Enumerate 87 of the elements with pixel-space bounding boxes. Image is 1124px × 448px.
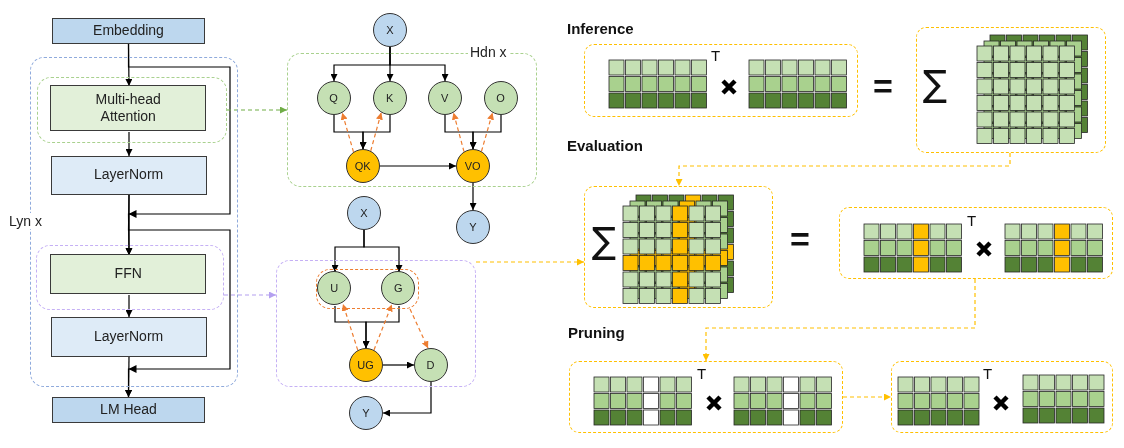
node-label: LayerNorm: [93, 327, 164, 346]
arrow: [382, 361, 415, 369]
arrow: [223, 291, 277, 299]
circle-node: [316, 80, 351, 115]
arrow: [341, 303, 359, 351]
sum-symbol: ∑: [923, 66, 948, 102]
arrow: [842, 393, 892, 401]
dashed-group-frame: [276, 260, 476, 387]
layer-box: [50, 316, 207, 357]
node-label: Y: [469, 221, 477, 233]
arrow: [451, 112, 465, 153]
circle-node: [349, 396, 383, 430]
arrow: [702, 278, 976, 362]
arrow: [409, 308, 429, 349]
layer-box: [50, 254, 207, 295]
node-label: QK: [354, 159, 371, 172]
section-heading: Pruning: [568, 324, 625, 341]
node-label: UG: [357, 358, 374, 371]
node-label: U: [330, 282, 339, 295]
node-label: Multi-head Attention: [94, 90, 162, 126]
dashed-group-frame: [36, 76, 227, 143]
equals-sign: =: [873, 69, 893, 103]
dashed-panel: [584, 44, 858, 117]
circle-node: [372, 80, 407, 115]
arrow: [373, 303, 393, 351]
circle-node: [483, 80, 518, 115]
circle-node: [347, 196, 381, 230]
node-label: Embedding: [93, 22, 164, 40]
arrow: [125, 294, 133, 318]
section-heading: Evaluation: [567, 137, 643, 154]
dashed-panel: [916, 27, 1106, 153]
circle-node: [348, 347, 383, 382]
transpose-mark: T: [697, 366, 707, 381]
node-label: LM Head: [100, 401, 157, 419]
arrow: [370, 111, 383, 152]
arrow: [226, 106, 288, 114]
node-label: V: [440, 91, 449, 104]
node-label: LayerNorm: [93, 166, 164, 184]
circle-node: [456, 210, 490, 244]
equals-sign: =: [790, 222, 810, 256]
circle-node: [345, 148, 380, 183]
node-label: G: [393, 282, 403, 295]
dashed-panel: [891, 361, 1113, 433]
node-label: FFN: [114, 265, 142, 283]
circle-node: [427, 80, 462, 115]
node-label: O: [496, 91, 505, 104]
node-label: Q: [329, 91, 338, 104]
dashed-group-frame: [315, 268, 419, 309]
node-label: Y: [362, 407, 370, 419]
arrow: [379, 162, 457, 170]
dashed-panel: [584, 186, 773, 308]
arrow: [675, 152, 1011, 187]
layer-box: [52, 18, 205, 44]
arrow: [340, 112, 355, 153]
node-label: X: [360, 207, 368, 219]
arrow: [359, 114, 391, 150]
circle-node: [455, 148, 490, 183]
arrow: [389, 46, 449, 82]
dashed-panel: [839, 207, 1113, 279]
node-label: D: [426, 358, 435, 371]
group-label: Lyn x: [7, 213, 44, 229]
transpose-mark: T: [983, 366, 993, 381]
node-label: K: [385, 91, 394, 104]
layer-box: [50, 85, 207, 132]
transpose-mark: T: [711, 48, 721, 63]
arrow: [363, 229, 403, 273]
arrow: [469, 114, 502, 150]
sum-symbol: ∑: [592, 223, 617, 259]
circle-node: [413, 347, 448, 382]
arrow: [475, 258, 585, 266]
circle-node: [381, 271, 416, 306]
circle-node: [317, 271, 352, 306]
arrow: [469, 182, 477, 211]
arrow: [480, 112, 494, 152]
circle-node: [373, 13, 407, 47]
dashed-panel: [569, 361, 843, 433]
group-label: Hdn x: [468, 44, 509, 60]
arrow: [125, 131, 133, 157]
arrow: [382, 381, 432, 417]
section-heading: Inference: [567, 20, 634, 37]
layer-box: [50, 155, 207, 195]
dashed-group-frame: [35, 244, 224, 310]
layer-box: [52, 397, 205, 423]
node-label: X: [386, 24, 394, 36]
transpose-mark: T: [967, 213, 977, 228]
arrow: [362, 305, 400, 349]
node-label: VO: [464, 159, 481, 172]
